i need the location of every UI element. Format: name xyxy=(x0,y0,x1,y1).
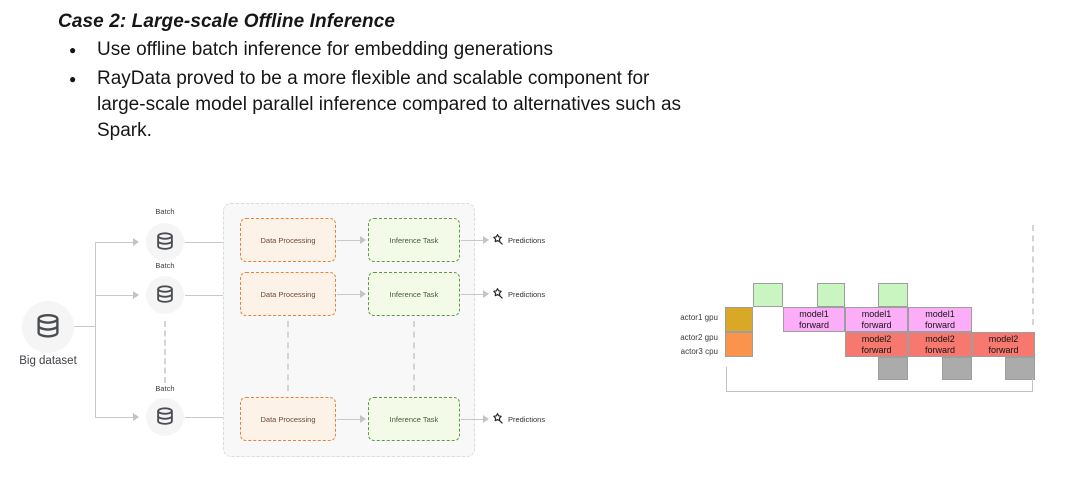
header: Case 2: Large-scale Offline Inference ● … xyxy=(58,10,728,144)
connector-line xyxy=(185,242,232,243)
connector-line xyxy=(337,419,360,420)
timeline-cursor-dashed-line xyxy=(1032,225,1034,325)
timeline-row-label: actor2 gpu xyxy=(680,333,718,342)
arrowhead xyxy=(483,236,489,244)
bullet-text: Use offline batch inference for embeddin… xyxy=(97,39,553,60)
arrowhead xyxy=(360,236,366,244)
bullet-item: ● Use offline batch inference for embedd… xyxy=(58,37,728,63)
timeline-block-label: forward xyxy=(798,319,829,330)
timeline-block-gold xyxy=(725,307,753,332)
batch-node xyxy=(146,223,184,261)
connector-line xyxy=(74,326,95,327)
spark-burst-icon xyxy=(491,412,504,430)
arrowhead xyxy=(133,413,139,421)
connector-line xyxy=(461,419,483,420)
batch-label: Batch xyxy=(155,207,175,216)
ellipsis-connector xyxy=(287,321,289,391)
big-dataset-label: Big dataset xyxy=(19,355,77,367)
predictions-label: Predictions xyxy=(508,290,546,299)
connector-line xyxy=(337,294,360,295)
data-processing-box: Data Processing xyxy=(240,397,336,441)
timeline-row-label: actor1 gpu xyxy=(680,313,718,322)
timeline-block-label: forward xyxy=(924,344,955,355)
timeline-block-label: forward xyxy=(861,344,892,355)
arrowhead xyxy=(360,415,366,423)
batch-node xyxy=(146,276,184,314)
connector-line xyxy=(185,295,232,296)
connector-line xyxy=(461,240,483,241)
inference-task-box: Inference Task xyxy=(368,272,460,316)
timeline-row-label: actor3 cpu xyxy=(680,347,718,356)
timeline-block-green xyxy=(817,283,845,307)
arrowhead xyxy=(360,290,366,298)
bullet-text: RayData proved to be a more flexible and… xyxy=(97,68,682,141)
spark-burst-icon xyxy=(491,287,504,305)
timeline-block-green xyxy=(753,283,783,307)
ellipsis-connector xyxy=(164,321,166,383)
arrowhead xyxy=(133,238,139,246)
database-icon xyxy=(157,232,173,250)
batch-node xyxy=(146,398,184,436)
ellipsis-connector xyxy=(413,321,415,391)
inference-task-box: Inference Task xyxy=(368,218,460,262)
timeline-block-label: forward xyxy=(988,344,1019,355)
timeline-block-label: model1 xyxy=(925,309,955,319)
predictions-label: Predictions xyxy=(508,236,546,245)
bullet-dot: ● xyxy=(69,43,77,57)
data-processing-box: Data Processing xyxy=(240,218,336,262)
timeline-block-label: model1 xyxy=(799,309,829,319)
timeline-block-label: model2 xyxy=(925,334,955,344)
data-processing-box: Data Processing xyxy=(240,272,336,316)
timeline-axis xyxy=(726,367,1033,392)
arrowhead xyxy=(483,415,489,423)
connector-line xyxy=(337,240,360,241)
database-icon xyxy=(157,407,173,425)
big-dataset-node xyxy=(22,301,74,353)
timeline-block-label: model2 xyxy=(988,334,1019,344)
connector-line xyxy=(461,294,483,295)
arrowhead xyxy=(133,291,139,299)
timeline-block-orange xyxy=(725,332,753,357)
connector-line xyxy=(95,242,96,417)
spark-burst-icon xyxy=(491,233,504,251)
bullet-item: ● RayData proved to be a more flexible a… xyxy=(58,66,728,144)
connector-line xyxy=(95,242,133,243)
timeline-block-label: model1 xyxy=(861,309,892,319)
arrowhead xyxy=(483,290,489,298)
database-icon xyxy=(157,285,173,303)
timeline-block-label: forward xyxy=(924,319,955,330)
connector-line xyxy=(95,417,133,418)
batch-label: Batch xyxy=(155,261,175,270)
inference-task-box: Inference Task xyxy=(368,397,460,441)
bullet-dot: ● xyxy=(69,72,77,86)
timeline-block-label: model2 xyxy=(861,334,892,344)
database-icon xyxy=(37,313,59,338)
slide-title: Case 2: Large-scale Offline Inference xyxy=(58,11,396,32)
timeline-block-green xyxy=(878,283,908,307)
timeline-block-label: forward xyxy=(861,319,892,330)
predictions-label: Predictions xyxy=(508,415,546,424)
batch-label: Batch xyxy=(155,384,175,393)
connector-line xyxy=(185,417,232,418)
timeline-axis-right xyxy=(1032,378,1033,391)
connector-line xyxy=(95,295,133,296)
